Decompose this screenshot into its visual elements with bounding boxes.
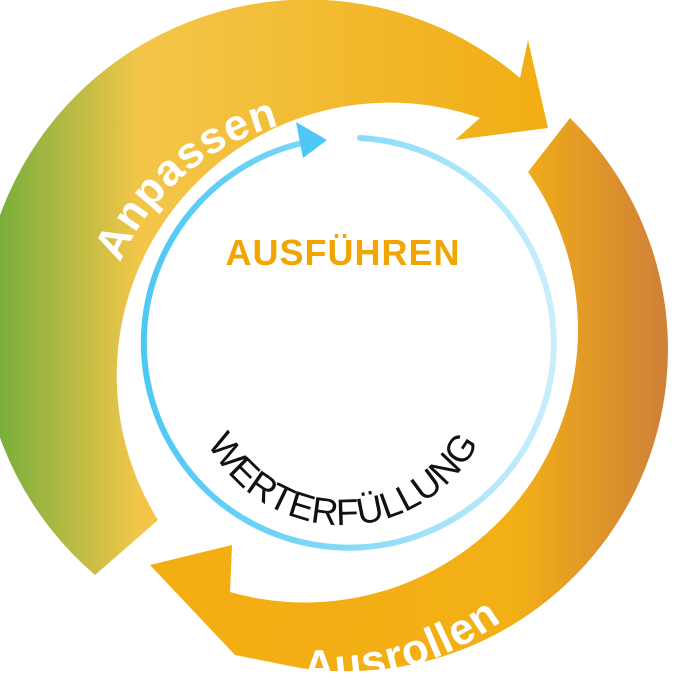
outer-arc-top [0, 0, 548, 575]
outer-arc-bottom [150, 118, 668, 672]
inner-ring-arrowhead [296, 122, 327, 158]
center-label: AUSFÜHREN [225, 232, 461, 273]
inner-ring-arrow [140, 135, 557, 551]
